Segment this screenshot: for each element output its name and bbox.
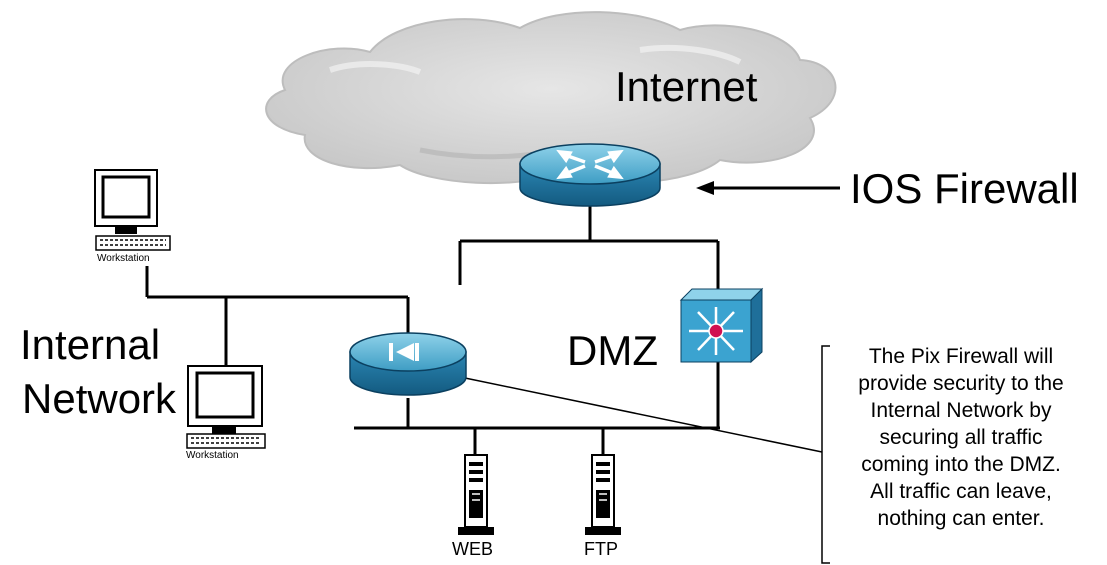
callout-line: The Pix Firewall will [868, 345, 1054, 368]
callout-leader [464, 345, 830, 564]
server-icon [585, 454, 621, 535]
internal-network-label-line2: Network [22, 375, 177, 422]
workstation-bottom-label: Workstation [186, 450, 239, 461]
dmz-label: DMZ [567, 327, 658, 374]
multilayer-switch-icon [679, 287, 764, 364]
ios-firewall-label: IOS Firewall [850, 165, 1079, 212]
workstation-top-label: Workstation [97, 253, 150, 264]
server-icon [458, 454, 494, 535]
callout-line: nothing can enter. [877, 507, 1045, 530]
callout-line: Internal Network by [870, 399, 1052, 422]
router-icon [519, 143, 661, 207]
internet-label: Internet [615, 63, 758, 110]
web-label: WEB [452, 539, 494, 559]
ftp-label: FTP [584, 539, 618, 559]
callout-line: provide security to the [858, 372, 1064, 395]
callout-line: securing all traffic [879, 426, 1043, 449]
pix-firewall-icon [349, 332, 467, 396]
callout-line: coming into the DMZ. [861, 453, 1061, 476]
callout-line: All traffic can leave, [870, 480, 1052, 503]
ios-firewall-arrow [696, 181, 840, 195]
workstation-icon [186, 365, 266, 449]
workstation-icon [94, 169, 171, 251]
pix-callout-text: The Pix Firewall will provide security t… [822, 343, 1100, 532]
internal-network-label-line1: Internal [20, 321, 161, 368]
